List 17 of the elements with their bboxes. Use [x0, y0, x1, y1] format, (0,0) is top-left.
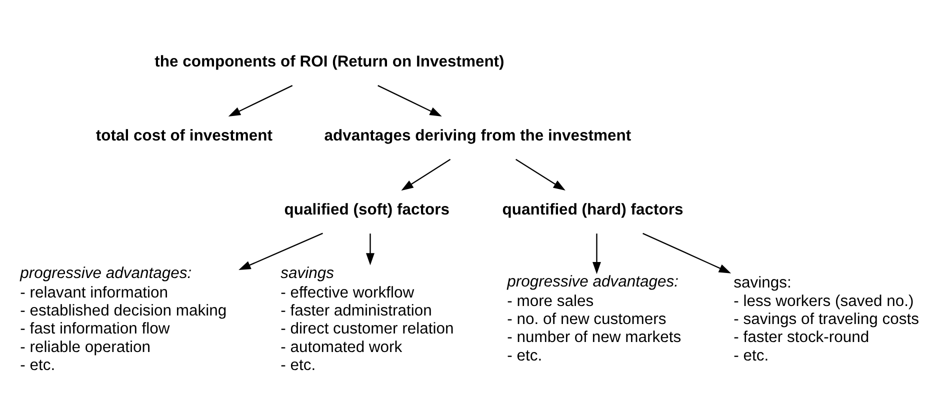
node-text: the components of ROI (Return on Investment) — [154, 54, 504, 71]
arrow — [378, 85, 442, 116]
node-text: savings: - less workers (saved no.) - savings of traveling costs - faster stock-round - etc. — [734, 274, 920, 364]
arrow — [642, 232, 732, 274]
arrow — [516, 158, 566, 191]
node-text: qualified (soft) factors — [284, 201, 450, 218]
node-text: advantages deriving from the investment — [324, 127, 632, 144]
node-text: savings - effective workflow - faster administration - direct customer relation - automated work - etc. — [280, 264, 454, 374]
arrow — [592, 234, 601, 274]
arrow — [238, 232, 323, 270]
arrow — [401, 158, 451, 191]
arrow — [366, 234, 374, 266]
node-text: progressive advantages: - relavant information - established decision making - fast information flow - reliable operation - etc. — [20, 264, 227, 374]
node-text: progressive advantages: - more sales - no. of new customers - number of new markets - etc. — [507, 273, 682, 364]
node-text: total cost of investment — [96, 127, 272, 144]
node-text: quantified (hard) factors — [502, 201, 684, 218]
arrow — [228, 85, 293, 116]
